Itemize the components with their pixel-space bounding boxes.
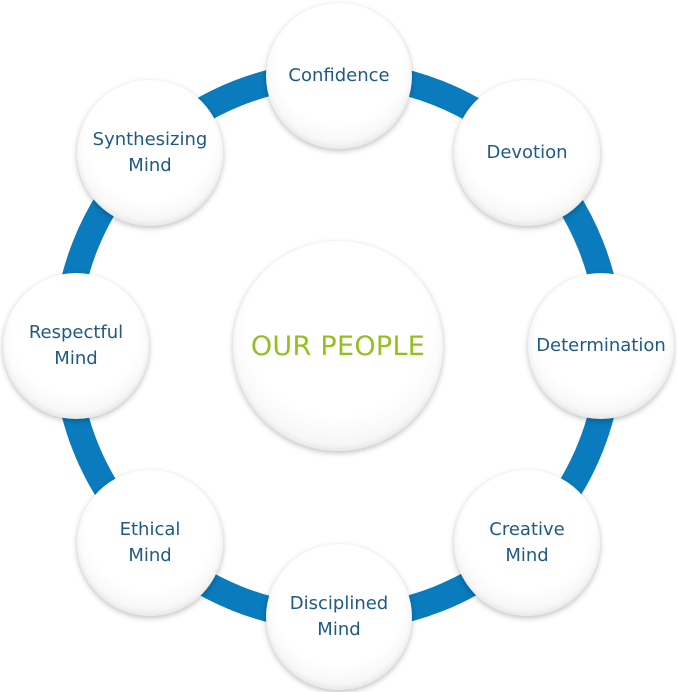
node-label-respectful-mind: Respectful Mind — [28, 322, 124, 369]
node-confidence: Confidence — [266, 3, 412, 149]
node-label-devotion: Devotion — [486, 142, 568, 163]
node-determination: Determination — [528, 273, 674, 419]
node-ethical-mind: Ethical Mind — [77, 470, 223, 616]
node-label-creative-mind: Creative Mind — [489, 519, 565, 566]
node-synthesizing-mind: Synthesizing Mind — [77, 80, 223, 226]
node-creative-mind: Creative Mind — [454, 470, 600, 616]
center-label: OUR PEOPLE — [250, 330, 426, 362]
node-label-ethical-mind: Ethical Mind — [119, 519, 181, 566]
node-label-disciplined-mind: Disciplined Mind — [289, 593, 389, 640]
node-disciplined-mind: Disciplined Mind — [266, 544, 412, 690]
node-label-confidence: Confidence — [288, 65, 390, 86]
node-devotion: Devotion — [454, 80, 600, 226]
node-label-determination: Determination — [536, 335, 666, 356]
node-label-synthesizing-mind: Synthesizing Mind — [92, 129, 208, 176]
center-node: OUR PEOPLE — [233, 241, 443, 451]
node-respectful-mind: Respectful Mind — [3, 273, 149, 419]
